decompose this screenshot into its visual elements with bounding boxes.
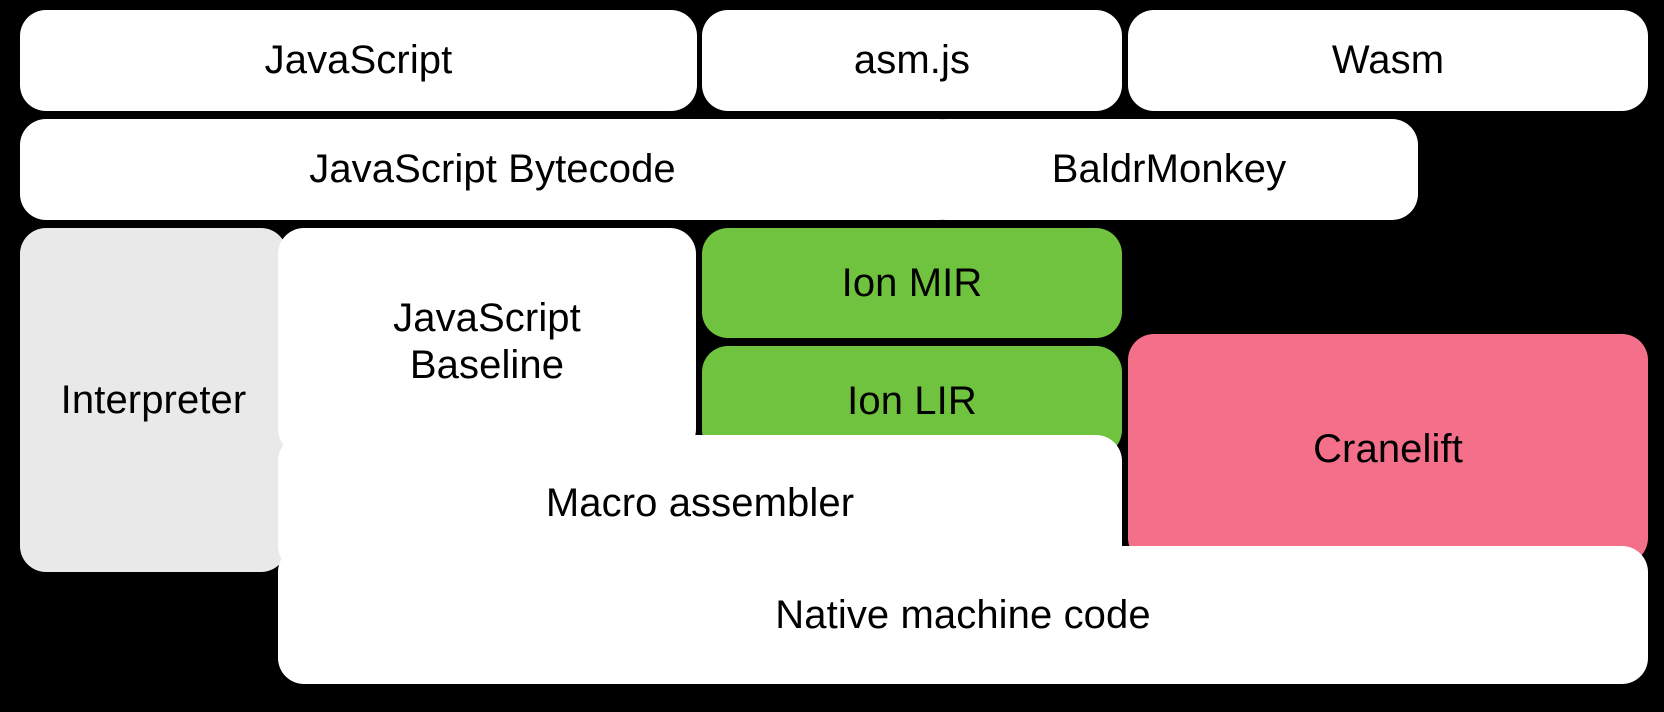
node-ion-lir-label: Ion LIR: [847, 378, 977, 423]
node-interpreter-label: Interpreter: [60, 377, 247, 422]
node-native-machine-code[interactable]: Native machine code: [278, 546, 1648, 684]
node-javascript-bytecode-label: JavaScript Bytecode: [309, 147, 676, 192]
node-native-machine-code-label: Native machine code: [775, 592, 1151, 637]
node-wasm-label: Wasm: [1331, 38, 1445, 83]
node-javascript-label: JavaScript: [264, 38, 453, 83]
node-baldrmonkey-label: BaldrMonkey: [1051, 147, 1287, 192]
node-wasm[interactable]: Wasm: [1128, 10, 1648, 111]
node-ion-mir[interactable]: Ion MIR: [702, 228, 1122, 338]
node-asm-js[interactable]: asm.js: [702, 10, 1122, 111]
node-cranelift-label: Cranelift: [1313, 426, 1463, 471]
node-javascript[interactable]: JavaScript: [20, 10, 697, 111]
node-interpreter[interactable]: Interpreter: [20, 228, 287, 572]
node-baldrmonkey[interactable]: BaldrMonkey: [920, 119, 1418, 220]
node-cranelift[interactable]: Cranelift: [1128, 334, 1648, 564]
node-macro-assembler-label: Macro assembler: [545, 481, 855, 526]
node-asm-js-label: asm.js: [853, 38, 971, 83]
node-javascript-baseline-label: JavaScript Baseline: [393, 296, 581, 387]
node-javascript-baseline[interactable]: JavaScript Baseline: [278, 228, 696, 455]
node-ion-mir-label: Ion MIR: [841, 260, 983, 305]
node-javascript-bytecode[interactable]: JavaScript Bytecode: [20, 119, 965, 220]
